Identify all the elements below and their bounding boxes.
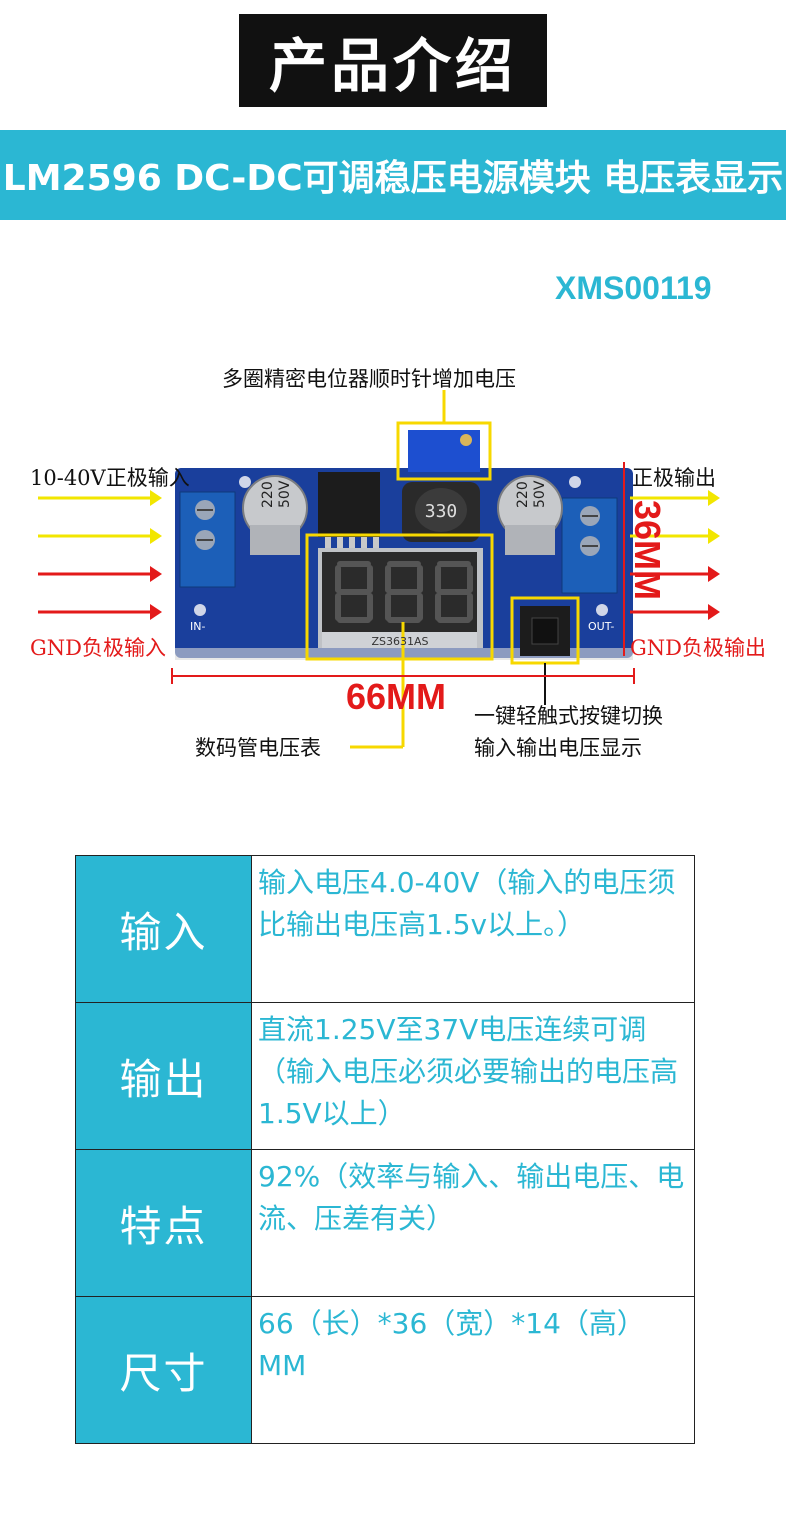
page-title: 产品介绍 (239, 14, 547, 107)
input-positive-label: 10-40V正极输入 (30, 466, 190, 490)
spec-key: 输入 (75, 855, 252, 1003)
display-highlight (305, 533, 494, 661)
display-model: ZS3631AS (371, 635, 428, 648)
table-row: 输出 直流1.25V至37V电压连续可调（输入电压必须必要输出的电压高1.5V以… (75, 1002, 695, 1150)
tactile-button (520, 606, 570, 656)
input-arrows (38, 490, 162, 620)
table-row: 输入 输入电压4.0-40V（输入的电压须比输出电压高1.5v以上。） (75, 855, 695, 1003)
spec-key: 尺寸 (75, 1296, 252, 1444)
product-diagram: 220 50V 220 50V (38, 390, 720, 749)
out-mark: OUT- (588, 620, 614, 633)
product-banner: LM2596 DC-DC可调稳压电源模块 电压表显示 (0, 130, 786, 220)
output-capacitor: 220 50V (497, 475, 563, 555)
output-positive-label: 正极输出 (632, 466, 716, 490)
led-display (318, 548, 483, 648)
potentiometer-label: 多圈精密电位器顺时针增加电压 (222, 367, 516, 391)
table-row: 尺寸 66（长）*36（宽）*14（高）MM (75, 1296, 695, 1444)
model-code: XMS00119 (555, 270, 712, 306)
svg-text:50V: 50V (532, 480, 548, 508)
spec-value: 92%（效率与输入、输出电压、电流、压差有关） (251, 1149, 695, 1297)
svg-text:50V: 50V (277, 480, 293, 508)
display-label: 数码管电压表 (195, 736, 321, 760)
spec-value: 66（长）*36（宽）*14（高）MM (251, 1296, 695, 1444)
input-gnd-label: GND负极输入 (30, 636, 166, 660)
output-arrows (630, 490, 720, 620)
spec-key: 输出 (75, 1002, 252, 1150)
button-label-line1: 一键轻触式按键切换 (474, 704, 663, 728)
output-gnd-label: GND负极输出 (630, 636, 766, 660)
svg-text:220: 220 (515, 481, 531, 508)
inductor (402, 482, 480, 542)
spec-value: 直流1.25V至37V电压连续可调（输入电压必须必要输出的电压高1.5V以上） (251, 1002, 695, 1150)
table-row: 特点 92%（效率与输入、输出电压、电流、压差有关） (75, 1149, 695, 1297)
spec-key: 特点 (75, 1149, 252, 1297)
width-dimension: 66MM (346, 676, 447, 717)
button-label-line2: 输入输出电压显示 (474, 736, 642, 760)
input-terminal-block (179, 491, 236, 588)
output-terminal-block (561, 497, 618, 594)
height-dimension: 36MM (627, 500, 668, 601)
spec-value: 输入电压4.0-40V（输入的电压须比输出电压高1.5v以上。） (251, 855, 695, 1003)
inductor-mark: 330 (425, 501, 458, 522)
regulator-chip (318, 472, 380, 557)
input-capacitor: 220 50V (242, 475, 308, 555)
in-mark: IN- (190, 620, 205, 633)
potentiometer (396, 390, 492, 481)
svg-text:220: 220 (260, 481, 276, 508)
spec-table: 输入 输入电压4.0-40V（输入的电压须比输出电压高1.5v以上。） 输出 直… (75, 855, 695, 1444)
